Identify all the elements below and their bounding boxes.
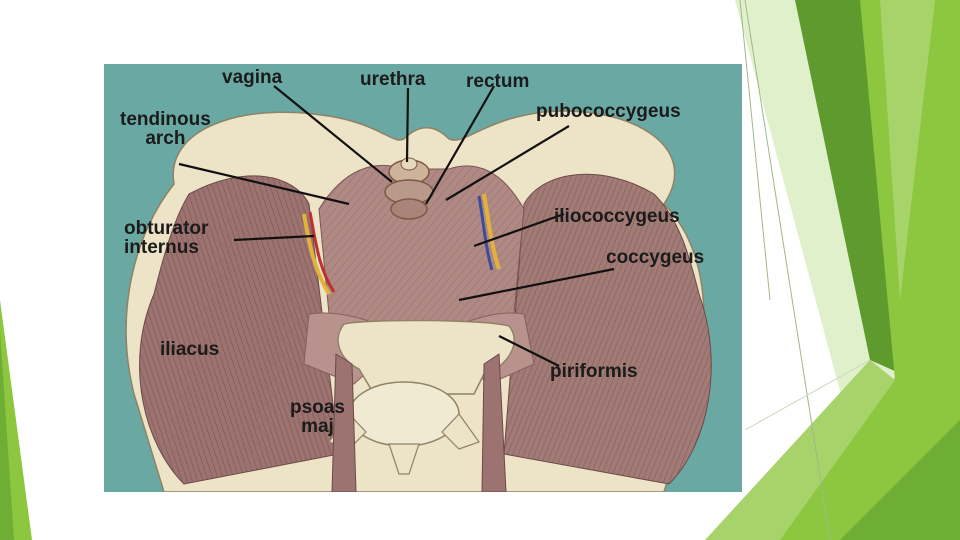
right-accent-decoration xyxy=(705,0,960,540)
nerve-left xyxy=(302,213,331,296)
label-vagina: vagina xyxy=(222,67,283,88)
leader-lines xyxy=(178,85,615,367)
vertebral-body xyxy=(348,381,460,447)
nerve-right xyxy=(482,193,501,270)
rectum-opening xyxy=(390,198,428,220)
pelvic-floor-diagram: vagina urethra rectum tendinous arch pub… xyxy=(104,64,742,492)
iliacus-muscle-right xyxy=(503,173,712,485)
left-accent-decoration xyxy=(0,300,32,540)
iliacus-muscle-left xyxy=(139,175,340,485)
label-iliacus: iliacus xyxy=(160,339,220,360)
label-psoas-major: psoas maj xyxy=(290,397,345,437)
label-coccygeus: coccygeus xyxy=(606,247,705,268)
pelvic-floor-illustration xyxy=(125,85,712,492)
label-rectum: rectum xyxy=(466,71,530,92)
label-urethra: urethra xyxy=(360,69,426,90)
vein-right xyxy=(477,195,494,271)
label-piriformis: piriformis xyxy=(550,361,638,382)
label-tendinous-arch: tendinous arch xyxy=(120,109,211,149)
label-pubococcygeus: pubococcygeus xyxy=(536,101,681,122)
label-obturator-internus: obturator internus xyxy=(124,218,209,258)
label-iliococcygeus: iliococcygeus xyxy=(554,206,680,227)
psoas-major-muscle xyxy=(331,353,357,492)
artery-left xyxy=(308,211,336,293)
sacrum-bone xyxy=(337,319,515,395)
